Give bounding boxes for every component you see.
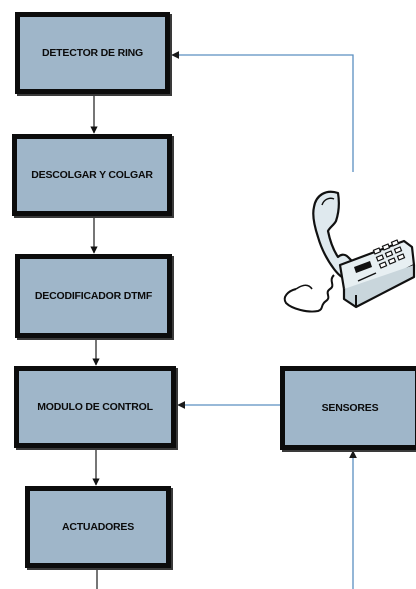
descolgar-y-colgar-block: DESCOLGAR Y COLGAR [12, 134, 172, 216]
sensores-label: SENSORES [322, 402, 379, 414]
descolgar-y-colgar-label: DESCOLGAR Y COLGAR [31, 169, 152, 181]
modulo-de-control-label: MODULO DE CONTROL [37, 401, 153, 413]
line-phone-to-detector [172, 55, 353, 172]
detector-de-ring-label: DETECTOR DE RING [42, 47, 143, 59]
detector-de-ring-block: DETECTOR DE RING [15, 12, 170, 94]
modulo-de-control-block: MODULO DE CONTROL [14, 366, 176, 448]
actuadores-label: ACTUADORES [62, 521, 134, 533]
sensores-block: SENSORES [280, 366, 416, 450]
actuadores-block: ACTUADORES [25, 486, 171, 568]
decodificador-dtmf-block: DECODIFICADOR DTMF [15, 254, 172, 338]
telephone-icon [278, 185, 416, 320]
decodificador-dtmf-label: DECODIFICADOR DTMF [35, 290, 152, 302]
